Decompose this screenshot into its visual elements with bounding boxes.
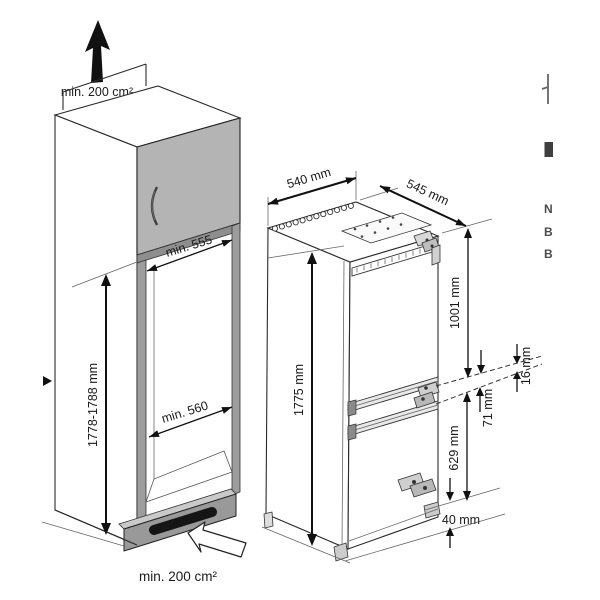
height-label: 1775 mm: [292, 364, 306, 416]
upper-section-dimension: 1001 mm: [448, 228, 472, 378]
bottom-vent-area-label: min. 200 cm²: [139, 569, 218, 584]
hinge-offset-label: 71 mm: [481, 389, 495, 427]
plinth-vent-slot: [149, 507, 217, 535]
cabinet-left-face: [54, 114, 138, 546]
exhaust-arrow-icon: [85, 20, 110, 83]
vent-holes: [271, 202, 354, 232]
top-right-extension: [441, 218, 493, 234]
niche-depth-dimension: min. 560: [148, 398, 233, 438]
top-vent-shaft: [62, 63, 147, 110]
hinge-axis-dashed-lines: [435, 355, 543, 405]
door-gap-dimension: 16 mm: [513, 344, 533, 392]
door-handle-inner: [151, 190, 156, 221]
niche-height-dimension: 1778-1788 mm: [86, 274, 111, 535]
niche-left-rail: [136, 259, 147, 531]
mounting-plate: [340, 212, 433, 244]
fragment-text-1: N: [544, 202, 553, 216]
appliance-diagram: 540 mm 545 mm 1775 mm 1001 mm: [261, 165, 543, 564]
height-dimension: 1775 mm: [292, 252, 317, 546]
fragment-square-icon: [544, 142, 553, 157]
fragment-line-icon: [541, 74, 549, 104]
fridge-door-seam-left: [341, 260, 345, 548]
top-hinge: [413, 230, 441, 266]
back-foot: [263, 511, 274, 529]
cabinet-niche-diagram: min. 200 cm²: [41, 20, 247, 584]
cabinet-bottom-edge: [54, 509, 138, 546]
freezer-bottom-seam: [348, 508, 439, 542]
hinge-offset-dimension: 71 mm: [476, 350, 495, 427]
niche-top-extension: [71, 261, 138, 288]
bottom-right-extension: [424, 487, 501, 511]
lower-section-label: 629 mm: [447, 425, 461, 470]
door-gap-label: 16 mm: [519, 347, 533, 385]
depth-label: 545 mm: [404, 176, 451, 208]
niche-height-label: 1778-1788 mm: [86, 363, 100, 447]
middle-rails: [347, 376, 439, 441]
lower-section-dimension: 629 mm: [447, 392, 471, 501]
top-vent-area-label: min. 200 cm²: [61, 85, 133, 99]
page-edge-fragments: N B B: [541, 74, 553, 261]
ground-lines: [261, 513, 506, 564]
plinth-height-label: 40 mm: [442, 513, 480, 527]
ground-line-left: [41, 521, 125, 547]
height-top-extension: [267, 245, 345, 259]
wall-marker-arrow: [43, 376, 52, 386]
fridge-left-face: [265, 227, 351, 550]
plinth-height-dimension: 40 mm: [442, 478, 480, 548]
niche-right-rail: [231, 222, 241, 496]
fragment-text-3: B: [544, 247, 553, 261]
bottom-hinge: [397, 472, 441, 519]
fragment-text-2: B: [544, 225, 553, 239]
niche-floor: [145, 450, 233, 503]
intake-arrow-icon: [187, 521, 247, 558]
middle-hinge: [413, 381, 440, 409]
niche-depth-label: min. 560: [160, 398, 210, 425]
upper-section-label: 1001 mm: [448, 277, 462, 329]
front-foot: [333, 542, 349, 562]
